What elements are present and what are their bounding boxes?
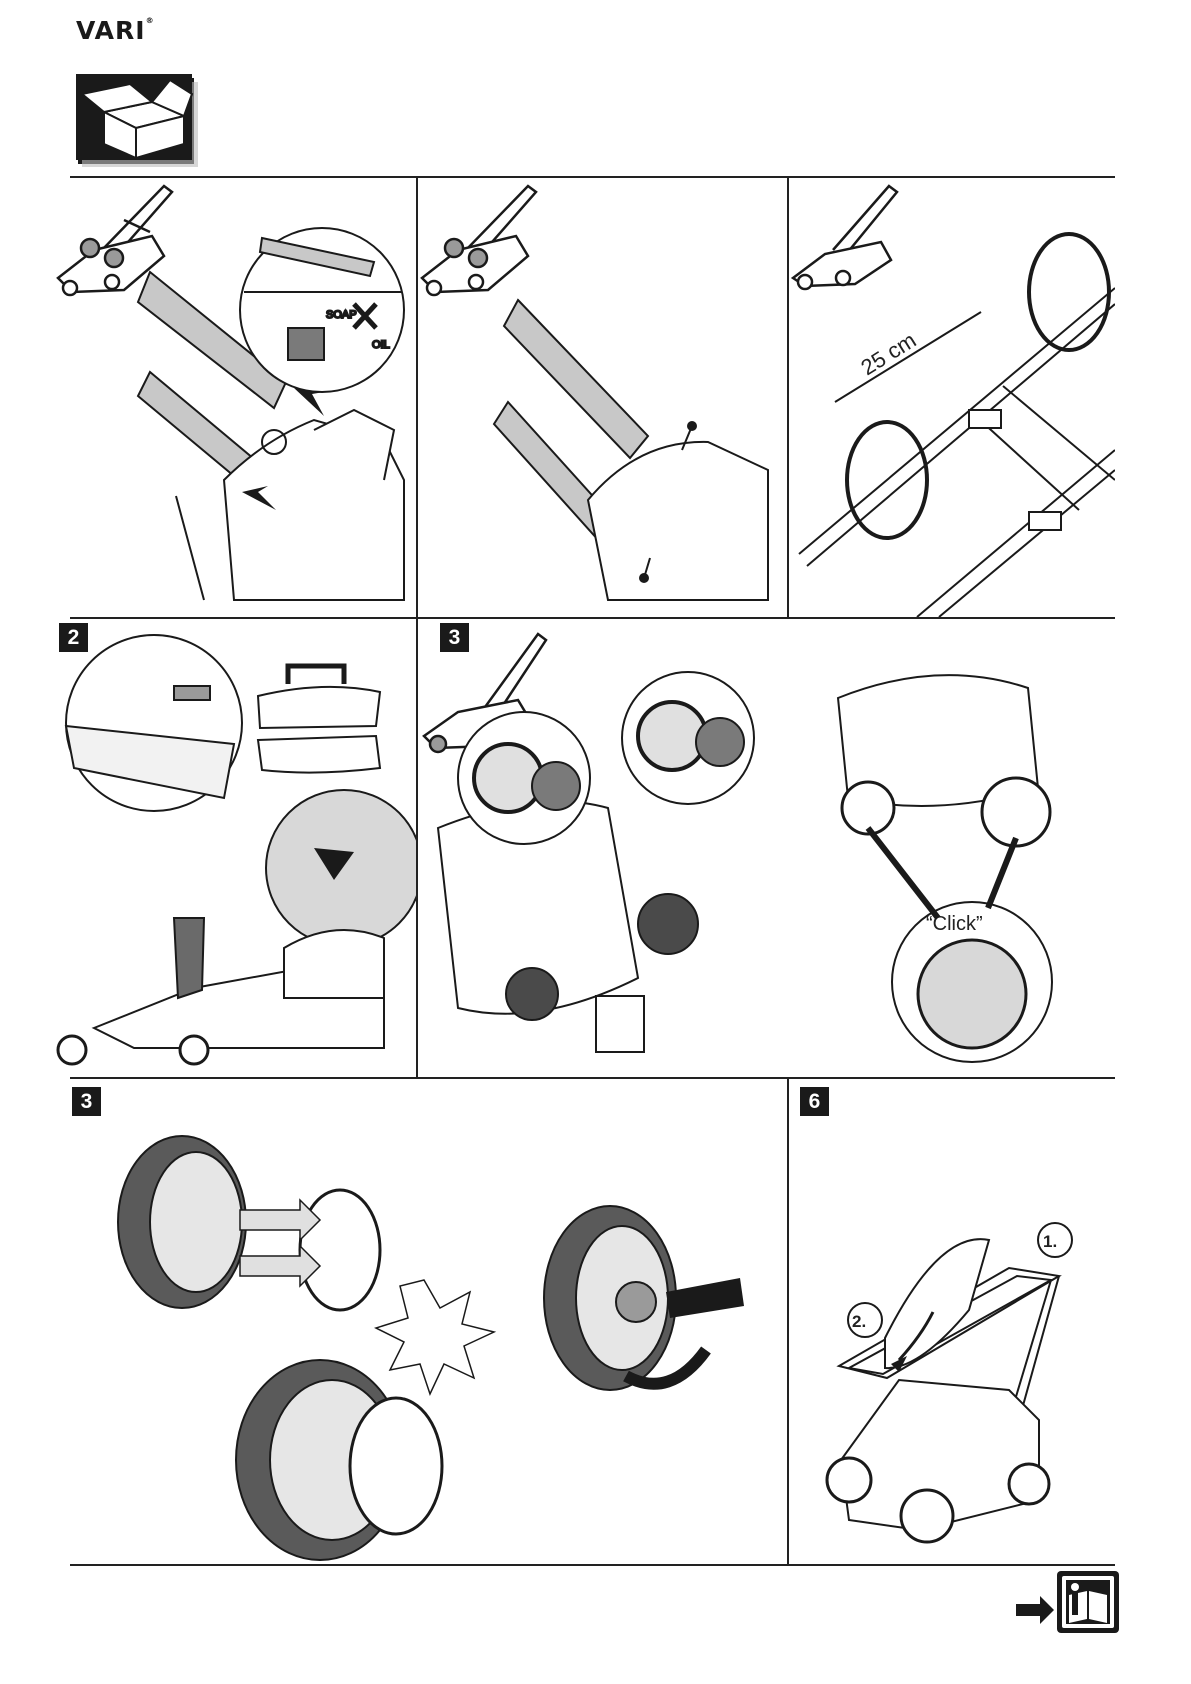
read-manual-icon: [1057, 1571, 1119, 1633]
panel-wheel-covers: “Click”: [418, 618, 1115, 1076]
divider-bottom: [70, 1564, 1115, 1566]
sequence-label-1: 1.: [1043, 1232, 1057, 1251]
registered-mark: ®: [146, 16, 155, 25]
right-arrow-icon: [1016, 1596, 1054, 1624]
oil-label: OIL: [372, 339, 390, 351]
sequence-label-2: 2.: [852, 1312, 866, 1331]
soap-label: SOAP: [326, 309, 357, 321]
panel-handle-mount: SOAP OIL: [54, 180, 416, 617]
brand-logo: VARI®: [76, 16, 155, 45]
storage-inset: SOAP OIL: [240, 228, 404, 392]
panel-wheel-assembly: [70, 1080, 786, 1564]
distance-dimension: [835, 312, 981, 402]
panel-cable-clips: 25 cm: [789, 180, 1115, 617]
panel-grass-box: [54, 618, 416, 1076]
divider-top: [70, 176, 1115, 178]
panel-handle-screws: [418, 180, 786, 617]
divider-row-2: [70, 1077, 1115, 1079]
brand-name: VARI: [76, 16, 146, 45]
hand-icon: [596, 996, 644, 1052]
open-box-icon: [74, 72, 198, 167]
panel-grass-box-fitting: 1. 2.: [789, 1080, 1115, 1564]
distance-label: 25 cm: [856, 327, 920, 380]
